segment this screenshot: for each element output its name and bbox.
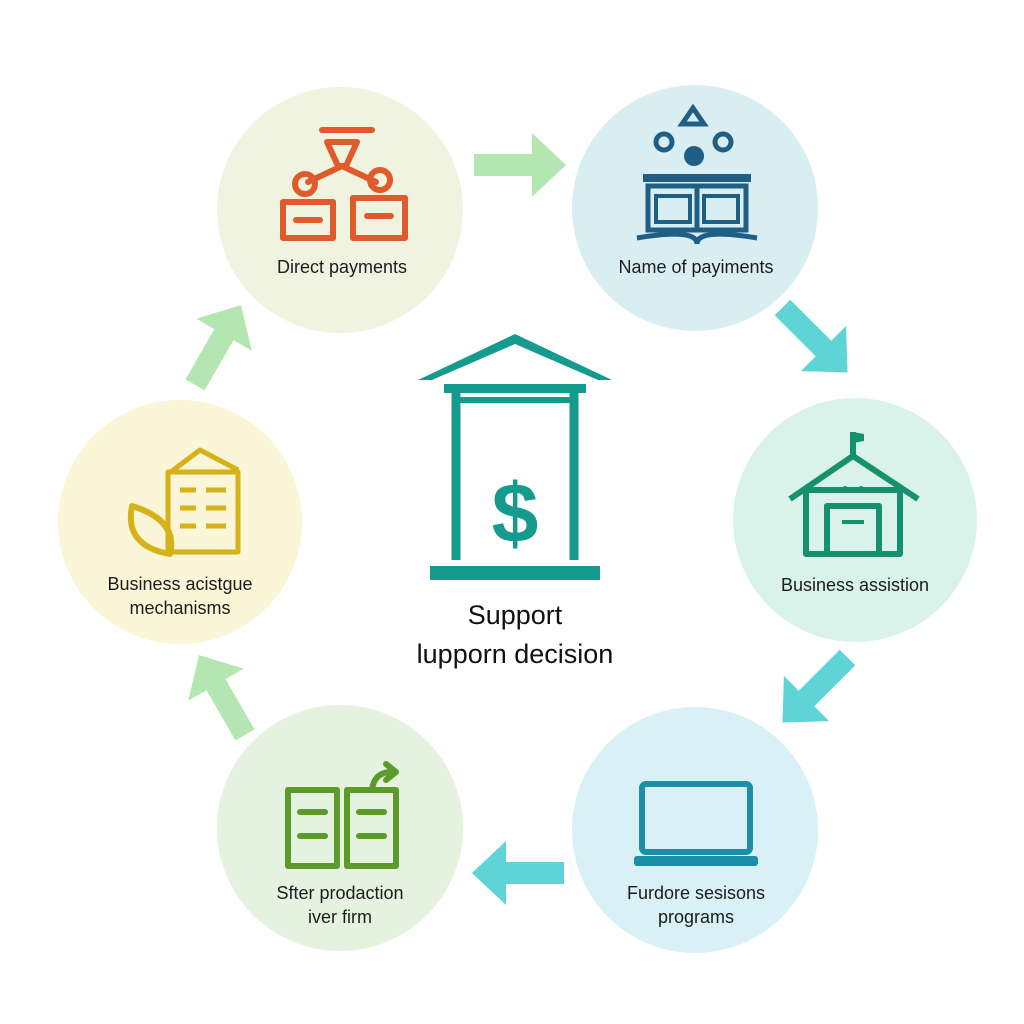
node-label: Name of payiments (618, 257, 773, 277)
node-sfter-prodaction: Sfter prodaction iver firm (217, 705, 463, 951)
node-furdore-sesisons: Furdore sesisons programs (572, 707, 818, 953)
node-label: Business acistgue (107, 574, 252, 594)
arrow-3 (782, 649, 856, 723)
org-chart-icon (280, 127, 408, 241)
arrow-1 (474, 133, 566, 197)
center-title-line-2: lupporn decision (417, 639, 614, 669)
arrow-4 (472, 841, 564, 905)
dollar-sign-icon: $ (492, 466, 539, 560)
node-label: Business assistion (781, 575, 929, 595)
laptop-icon (634, 781, 758, 866)
arrow-5 (188, 655, 255, 741)
node-circle (58, 400, 302, 644)
building-leaf-icon (127, 447, 241, 557)
node-label: mechanisms (129, 598, 230, 618)
node-direct-payments: Direct payments (217, 87, 463, 333)
node-label: Furdore sesisons (627, 883, 765, 903)
warehouse-icon (788, 432, 920, 557)
bank-dollar-icon: $ (418, 334, 612, 580)
arrow-6 (185, 305, 252, 391)
node-label: programs (658, 907, 734, 927)
node-label: Sfter prodaction (276, 883, 403, 903)
node-label: iver firm (308, 907, 372, 927)
node-name-of-payments: Name of payiments (572, 85, 818, 331)
node-business-assistion: Business assistion (733, 398, 977, 642)
arrow-2 (774, 299, 848, 373)
node-label: Direct payments (277, 257, 407, 277)
node-business-acistgue: Business acistgue mechanisms (58, 400, 302, 644)
node-circle (572, 707, 818, 953)
open-book-arrow-icon (285, 761, 399, 869)
center-title-line-1: Support (468, 600, 563, 630)
bank-book-icon (636, 103, 758, 245)
node-circle (217, 87, 463, 333)
